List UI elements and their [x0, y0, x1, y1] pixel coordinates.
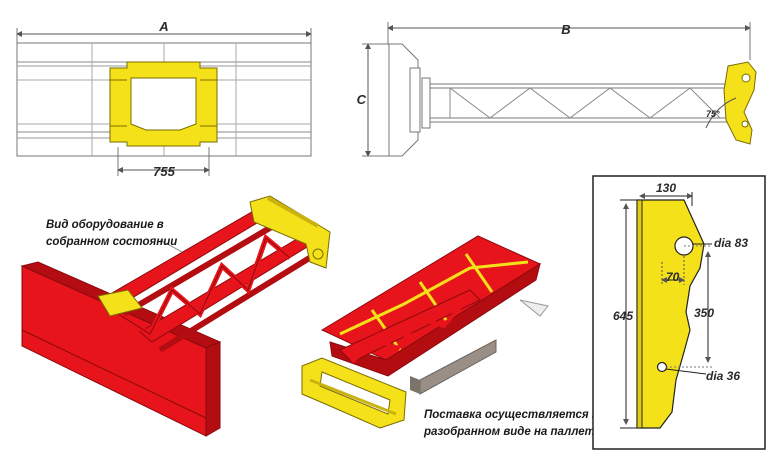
- assembled-caption-line1: Вид оборудование в: [46, 219, 164, 231]
- dimension-b-label: B: [561, 22, 570, 37]
- angle-label: 75°: [706, 109, 720, 119]
- hole-dia36: [656, 361, 668, 373]
- assembled-view: Вид оборудование в собранном состоянии: [20, 195, 331, 437]
- side-view: B C 75°: [357, 22, 757, 157]
- bracket-detail: 130 dia 83 70 350 645 dia 36: [592, 175, 766, 450]
- dim-dia83: dia 83: [714, 236, 748, 250]
- bracket-plate: [636, 199, 705, 429]
- dim-645: 645: [613, 309, 633, 323]
- dimension-a-label: A: [158, 19, 168, 34]
- dimension-c-label: C: [357, 92, 367, 107]
- dim-dia36: dia 36: [706, 369, 740, 383]
- front-view: A 755: [16, 19, 312, 179]
- dim-130: 130: [656, 181, 676, 195]
- yellow-mount-front: [109, 61, 218, 147]
- pallet-caption-line2: разобранном виде на паллете: [423, 426, 602, 438]
- callout-leader: [159, 239, 183, 253]
- dimension-755-label: 755: [153, 164, 175, 179]
- dim-70: 70: [666, 270, 680, 284]
- assembled-caption-line2: собранном состоянии: [46, 236, 177, 248]
- pallet-view: Поставка осуществляется в разобранном ви…: [301, 235, 602, 438]
- dim-350: 350: [694, 306, 714, 320]
- pallet-caption-line1: Поставка осуществляется в: [424, 409, 599, 421]
